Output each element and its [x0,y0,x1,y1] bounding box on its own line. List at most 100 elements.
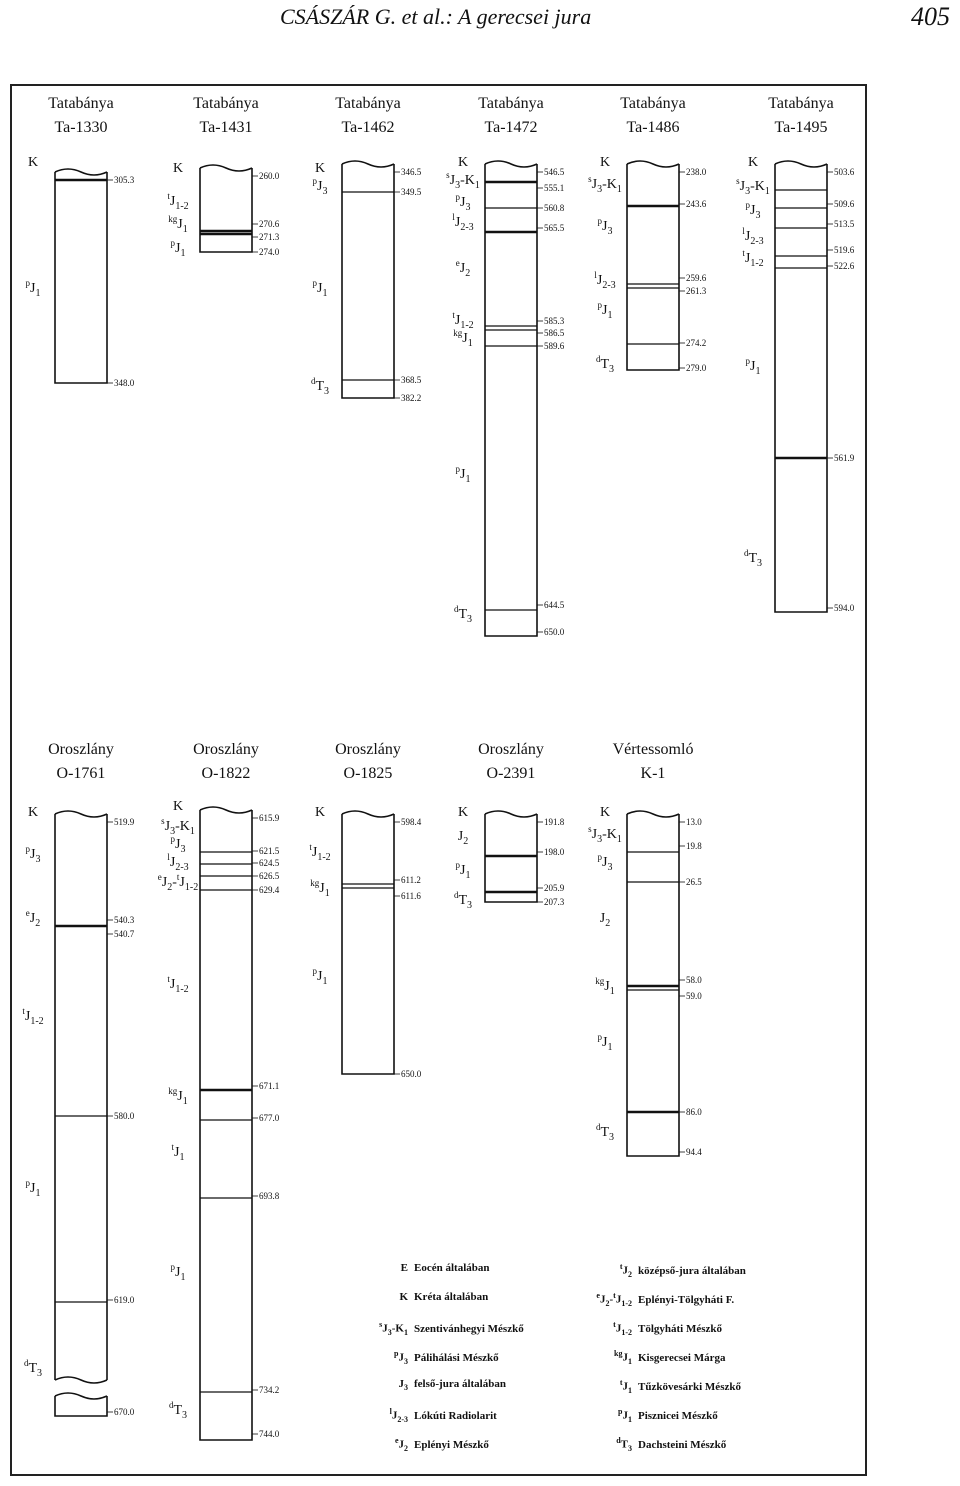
unit-label: dT3 [744,548,762,569]
depth-label: 589.6 [544,341,565,351]
unit-label: tJ1-2 [742,248,763,269]
depth-label: 198.0 [544,847,565,857]
column-outline [199,176,253,253]
depth-label: 513.5 [834,219,855,229]
section-code: Ta-1486 [626,119,679,136]
depth-label: 59.0 [686,991,702,1001]
depth-label: 624.5 [259,858,280,868]
depth-label: 598.4 [401,817,422,827]
depth-label: 382.2 [401,393,421,403]
section-locality: Oroszlány [193,741,259,758]
depth-label: 26.5 [686,877,702,887]
column-outline [54,180,108,384]
depth-label: 274.0 [259,247,280,257]
depth-label: 611.6 [401,891,421,901]
unit-label: pJ3 [598,852,613,873]
legend-description: Eocén általában [414,1262,490,1274]
unit-label: K [28,805,38,820]
column-outline [484,822,538,903]
top-break [774,160,828,168]
depth-label: 259.6 [686,273,707,283]
legend-description: felső-jura általában [414,1378,506,1390]
unit-label: pJ3 [171,834,186,855]
depth-label: 271.3 [259,232,280,242]
unit-label: lJ2-3 [452,212,473,233]
legend-description: Tölgyháti Mészkő [638,1322,723,1335]
legend-description: Pisznicei Mészkő [638,1409,718,1422]
depth-label: 677.0 [259,1113,280,1123]
depth-label: 86.0 [686,1107,702,1117]
section-locality: Tatabánya [768,95,834,112]
depth-label: 744.0 [259,1429,280,1439]
unit-label: sJ3-K1 [161,816,195,837]
depth-label: 561.9 [834,453,855,463]
unit-label: K [600,155,610,170]
column-outline [54,822,108,1417]
unit-label: pJ1 [313,966,328,987]
section-locality: Tatabánya [48,95,114,112]
depth-label: 58.0 [686,975,702,985]
depth-label: 650.0 [401,1069,422,1079]
unit-label: K [28,155,38,170]
unit-label: tJ1-2 [167,191,188,212]
unit-label: dT3 [169,1400,187,1421]
legend-description: Tűzkövesárki Mészkő [638,1380,741,1393]
unit-label: K [458,155,468,170]
unit-label: kgJ1 [168,214,187,235]
column-outline [199,818,253,1441]
unit-label: sJ3-K1 [446,170,480,191]
depth-label: 629.4 [259,885,280,895]
legend-description: Kréta általában [414,1291,489,1303]
unit-label: pJ1 [171,1262,186,1283]
depth-label: 644.5 [544,600,565,610]
unit-label: K [600,805,610,820]
section-column: OroszlányO-1825598.4611.2611.6650.0KtJ1-… [309,741,421,1079]
depth-label: 519.9 [114,817,135,827]
depth-label: 594.0 [834,603,855,613]
depth-label: 580.0 [114,1111,135,1121]
legend-description: Lókúti Radiolarit [414,1409,497,1422]
depth-label: 650.0 [544,627,565,637]
depth-label: 238.0 [686,167,707,177]
top-break [341,160,395,168]
unit-label: K [173,799,183,814]
unit-label: J2 [600,911,610,929]
depth-label: 621.5 [259,846,280,856]
column-outline [341,172,395,399]
section-code: O-1761 [57,765,106,782]
section-code: Ta-1431 [199,119,252,136]
unit-label: sJ3-K1 [588,174,622,195]
section-code: Ta-1330 [54,119,107,136]
depth-label: 205.9 [544,883,565,893]
depth-label: 270.6 [259,219,280,229]
depth-label: 565.5 [544,223,565,233]
unit-label: dT3 [311,376,329,397]
section-locality: Oroszlány [335,741,401,758]
header-author: CSÁSZÁR G. et al.: [280,4,459,29]
depth-label: 611.2 [401,875,421,885]
legend-code: pJ1 [618,1407,632,1424]
depth-label: 191.8 [544,817,565,827]
unit-label: dT3 [596,1122,614,1143]
figure-frame [10,84,867,1476]
unit-label: eJ2-tJ1-2 [158,872,198,893]
legend-description: Eplényi Mészkő [414,1438,489,1451]
unit-label: pJ1 [456,464,471,485]
section-locality: Tatabánya [620,95,686,112]
column-outline [774,172,828,613]
unit-label: dT3 [454,604,472,625]
section-locality: Oroszlány [48,741,114,758]
unit-label: sJ3-K1 [588,824,622,845]
depth-label: 509.6 [834,199,855,209]
depth-label: 346.5 [401,167,422,177]
column-outline [484,172,538,637]
legend-description: középső-jura általában [638,1264,746,1277]
